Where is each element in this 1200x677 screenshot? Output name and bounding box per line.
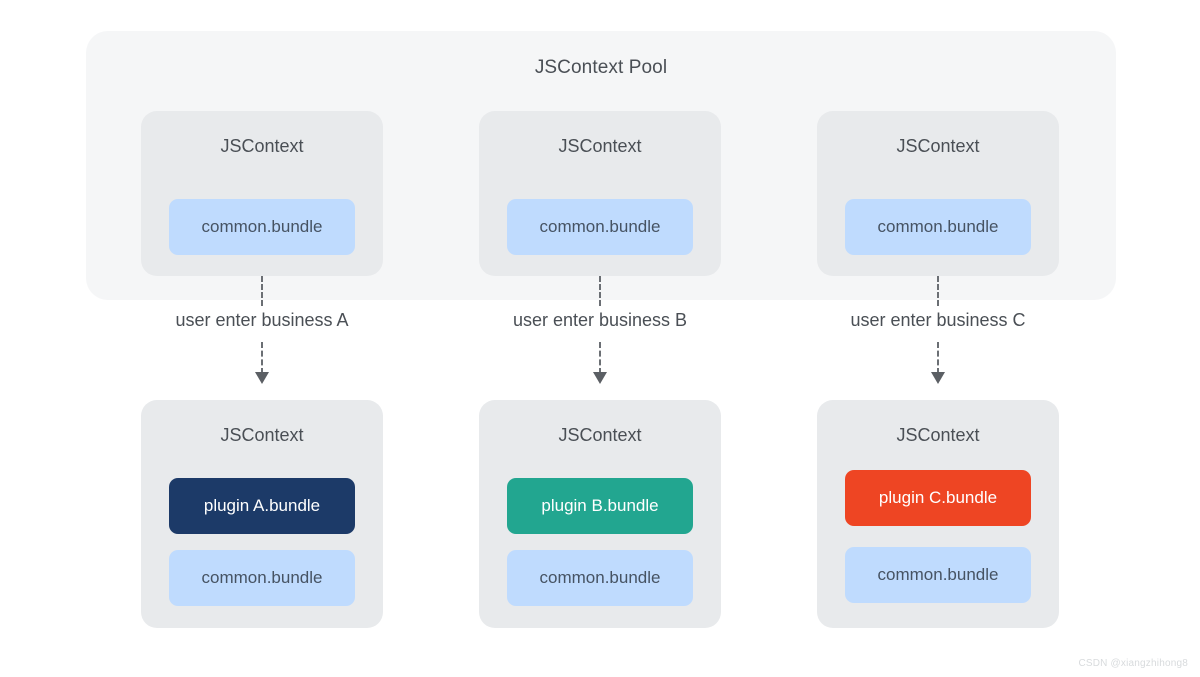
- connector-business-c: user enter business C: [817, 276, 1059, 400]
- context-label: JSContext: [896, 425, 980, 445]
- bundle-chip-plugin-c[interactable]: plugin C.bundle: [845, 470, 1031, 526]
- context-label: JSContext: [220, 136, 304, 156]
- dashed-line-icon: [937, 276, 939, 306]
- connector-business-a: user enter business A: [141, 276, 383, 400]
- dashed-line-icon: [937, 342, 939, 374]
- bundle-chip-common[interactable]: common.bundle: [845, 199, 1031, 255]
- arrow-down-icon: [255, 372, 269, 384]
- bundle-chip-common[interactable]: common.bundle: [507, 199, 693, 255]
- result-context-card-c[interactable]: JSContext plugin C.bundle common.bundle: [817, 400, 1059, 628]
- dashed-line-icon: [261, 342, 263, 374]
- watermark: CSDN @xiangzhihong8: [1078, 658, 1188, 669]
- bundle-chip-common[interactable]: common.bundle: [845, 547, 1031, 603]
- context-label: JSContext: [558, 136, 642, 156]
- dashed-line-icon: [599, 342, 601, 374]
- context-label: JSContext: [220, 425, 304, 445]
- connector-label: user enter business A: [175, 310, 349, 330]
- pool-title: JSContext Pool: [534, 57, 668, 78]
- pool-context-card-2[interactable]: JSContext common.bundle: [479, 111, 721, 276]
- result-context-card-b[interactable]: JSContext plugin B.bundle common.bundle: [479, 400, 721, 628]
- bundle-chip-common[interactable]: common.bundle: [169, 550, 355, 606]
- connector-label: user enter business B: [512, 310, 688, 330]
- connector-label: user enter business C: [850, 310, 1026, 330]
- connector-business-b: user enter business B: [479, 276, 721, 400]
- context-label: JSContext: [896, 136, 980, 156]
- dashed-line-icon: [261, 276, 263, 306]
- arrow-down-icon: [593, 372, 607, 384]
- bundle-chip-common[interactable]: common.bundle: [169, 199, 355, 255]
- context-label: JSContext: [558, 425, 642, 445]
- pool-context-card-3[interactable]: JSContext common.bundle: [817, 111, 1059, 276]
- pool-context-card-1[interactable]: JSContext common.bundle: [141, 111, 383, 276]
- arrow-down-icon: [931, 372, 945, 384]
- dashed-line-icon: [599, 276, 601, 306]
- bundle-chip-plugin-b[interactable]: plugin B.bundle: [507, 478, 693, 534]
- result-context-card-a[interactable]: JSContext plugin A.bundle common.bundle: [141, 400, 383, 628]
- bundle-chip-plugin-a[interactable]: plugin A.bundle: [169, 478, 355, 534]
- bundle-chip-common[interactable]: common.bundle: [507, 550, 693, 606]
